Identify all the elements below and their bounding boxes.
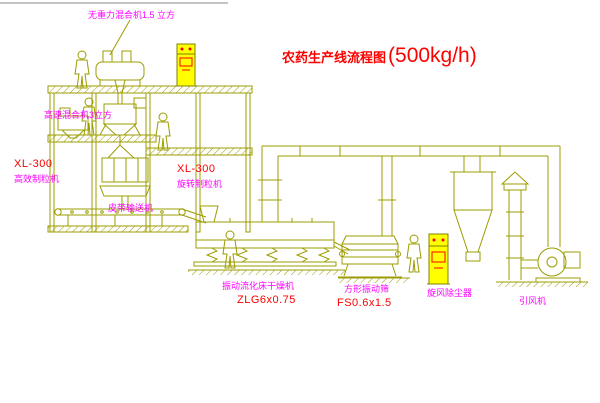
exhaust-ducting [258,145,561,247]
ground-hatching [188,269,588,287]
left-granulator [57,107,89,139]
model-dryer: ZLG6x0.75 [237,294,296,306]
label-rotary-granulator: 旋转制粒机 [177,179,223,189]
induced-draft-fan [521,247,581,283]
worker-figure [155,112,171,151]
belt-conveyor [54,208,207,226]
worker-figure [406,234,422,273]
model-left-granulator: XL-300 [14,158,53,170]
label-fan: 引风机 [519,296,547,306]
model-sieve: FS0.6x1.5 [337,297,392,309]
building-structure [47,85,253,233]
model-rotary-granulator: XL-300 [177,163,216,175]
worker-figure [74,50,90,89]
fluid-bed-dryer [193,205,337,267]
control-cabinet-lower [427,233,450,285]
label-dust-collector: 旋风除尘器 [427,288,473,298]
diagram-title: 农药生产线流程图(500kg/h) [282,44,477,68]
label-dryer: 振动流化床干燥机 [222,281,295,291]
vibrating-screen [333,235,402,278]
label-gravity-free-mixer: 无重力混合机1.5 立方 [88,10,176,20]
leader-line [109,19,131,56]
cyclone-separator [450,171,496,262]
rotary-granulator [99,135,151,208]
high-speed-mixer [99,93,147,136]
label-left-granulator: 高效制粒机 [14,174,60,184]
label-high-speed-mixer: 高速混合机3立方 [44,110,113,120]
label-sieve: 方形振动筛 [344,284,390,294]
control-cabinet-upper [175,43,197,87]
title-text: 农药生产线流程图 [282,50,387,65]
exhaust-stack [500,171,530,280]
label-belt-conveyor: 皮带输送机 [108,203,154,213]
title-capacity: (500kg/h) [388,44,477,67]
